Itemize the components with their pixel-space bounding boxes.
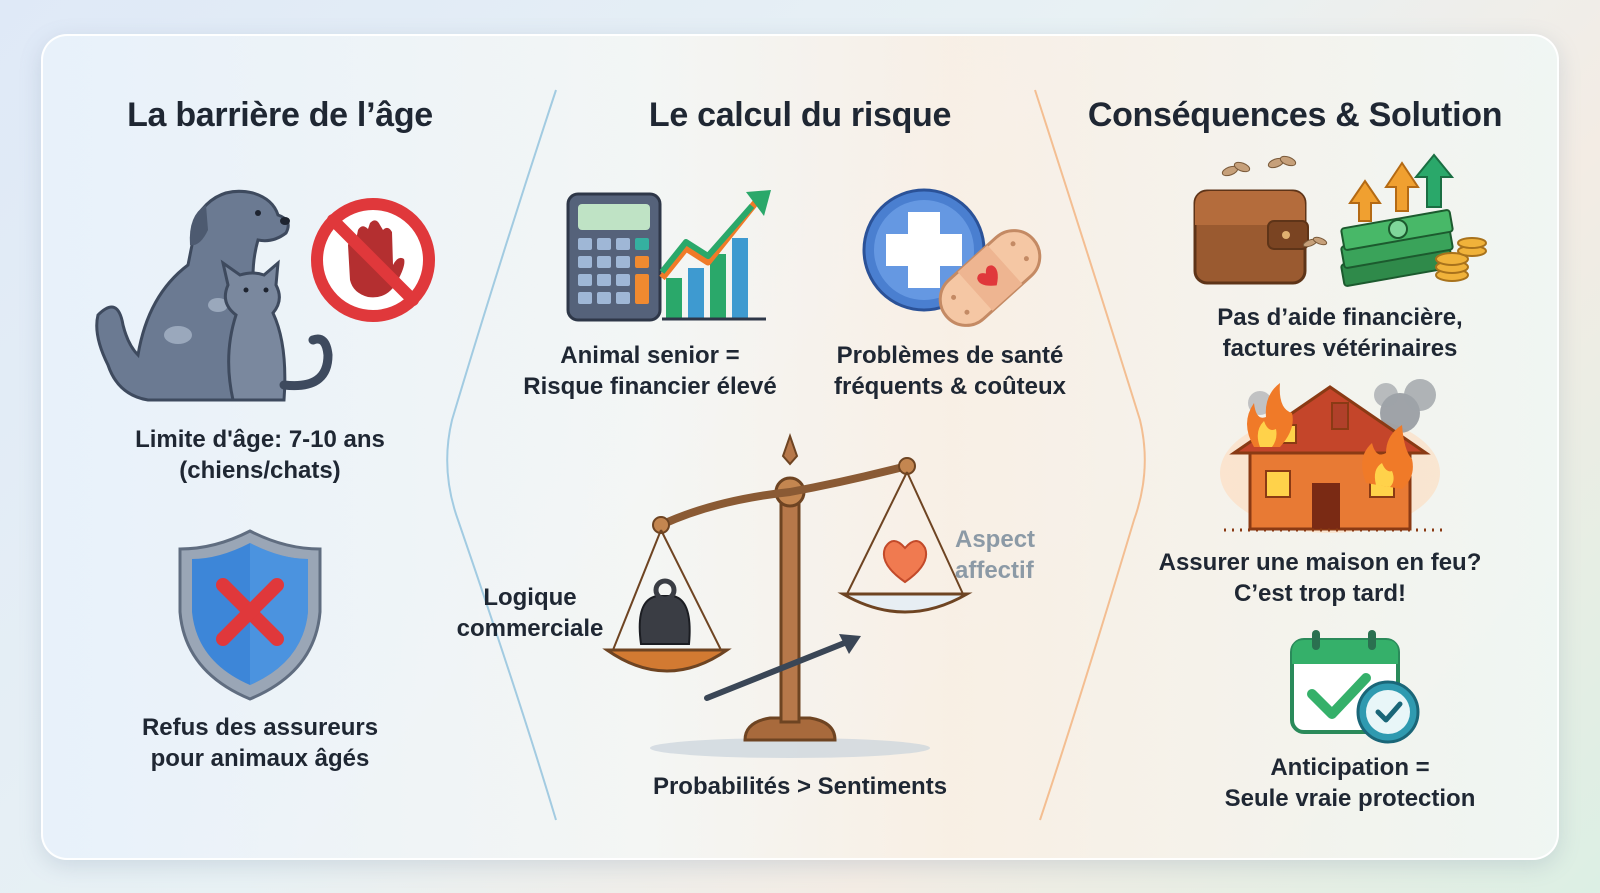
probabilities-caption: Probabilités > Sentiments [652, 773, 948, 800]
no-financial-aid-label: Pas d’aide financière, factures vétérina… [1217, 304, 1463, 362]
column-title-consequences: Conséquences & Solution [1087, 96, 1503, 134]
insurer-refusal-label: Refus des assureurs pour animaux âgés [141, 714, 379, 772]
senior-risk-label: Animal senior = Risque financier élevé [523, 342, 777, 400]
anticipation-label: Anticipation = Seule vraie protection [1224, 754, 1476, 812]
calendar-check-icon [1290, 630, 1420, 744]
house-fire-label: Assurer une maison en feu? C’est trop ta… [1158, 549, 1482, 607]
health-problems-label: Problèmes de santé fréquents & coûteux [833, 342, 1067, 400]
commercial-logic-label: Logique commerciale [456, 584, 604, 642]
dog-cat-stop-icon [95, 189, 435, 402]
medical-bandage-icon [862, 188, 1042, 327]
affective-aspect-label: Aspect affectif [955, 526, 1036, 584]
house-fire-icon [1220, 379, 1446, 533]
age-limit-label: Limite d'âge: 7-10 ans (chiens/chats) [135, 426, 385, 484]
wallet-money-icon [1193, 153, 1487, 287]
shield-x-icon [178, 529, 322, 701]
scale-icon [602, 432, 973, 758]
column-title-age-barrier: La barrière de l’âge [127, 96, 433, 134]
column-title-risk-calculation: Le calcul du risque [648, 96, 952, 134]
calculator-chart-icon [566, 190, 771, 322]
